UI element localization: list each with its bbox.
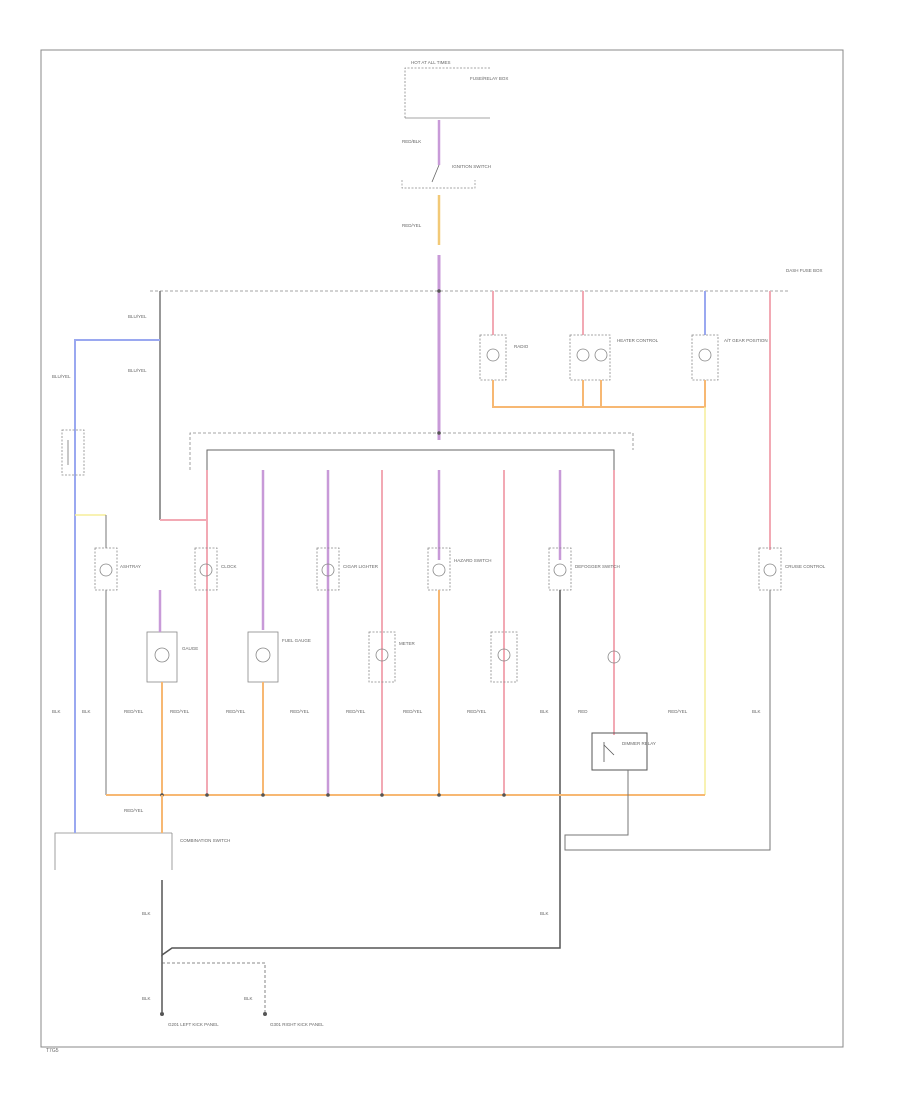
- wire-label-13: RED/YEL: [403, 709, 423, 714]
- wire-label-7: BLK: [82, 709, 91, 714]
- wire-label-21: BLK: [540, 911, 549, 916]
- top-right-lamps: RADIO HEATER CONTROL A/T GEAR POSITION: [479, 291, 771, 795]
- lower-wire-labels: BLK BLK RED/YEL RED/YEL RED/YEL RED/YEL …: [52, 709, 761, 714]
- dimmer-relay-label: DIMMER RELAY: [622, 741, 656, 746]
- ground-left-label: G201 LEFT KICK PANEL: [168, 1022, 219, 1027]
- fuse-relay-box: HOT AT ALL TIMES FUSE/RELAY BOX: [404, 60, 508, 119]
- upper-lamp-row: ASHTRAY CLOCK CIGAR LIGHTER HAZARD SWITC…: [94, 547, 826, 591]
- dash-fuse-box-label: DASH FUSE BOX: [786, 268, 823, 273]
- lower-lamp-row: GAUGE FUEL GAUGE METER: [146, 631, 621, 683]
- wire-label-1: RED/BLK: [402, 139, 421, 144]
- lamp-label-gauge: GAUGE: [182, 646, 198, 651]
- lamp-label-cigar: CIGAR LIGHTER: [343, 564, 379, 569]
- wire-label-16: RED: [578, 709, 588, 714]
- lamp-label-defogger: DEFOGGER SWITCH: [575, 564, 620, 569]
- combination-switch-label: COMBINATION SWITCH: [180, 838, 230, 843]
- lamp-label-hazard: HAZARD SWITCH: [454, 558, 492, 563]
- ignition-switch: IGNITION SWITCH RED/BLK RED/YEL: [401, 120, 491, 245]
- lamp-label-radio: RADIO: [514, 344, 529, 349]
- wire-label-5: BLU/YEL: [52, 374, 71, 379]
- wire-label-8: RED/YEL: [124, 709, 144, 714]
- fuse-block-label: FUSE/RELAY BOX: [470, 76, 508, 81]
- wire-label-4: BLU/YEL: [128, 368, 147, 373]
- wire-label-10: RED/YEL: [226, 709, 246, 714]
- lamp-connector-box: [189, 432, 634, 470]
- wire-label-22: BLK: [142, 996, 151, 1001]
- wire-label-20: BLK: [142, 911, 151, 916]
- dash-fuse-box: DASH FUSE BOX: [150, 268, 823, 292]
- dimmer-relay: DIMMER RELAY: [564, 590, 771, 851]
- ground-right-label: G301 RIGHT KICK PANEL: [270, 1022, 324, 1027]
- ignition-switch-label: IGNITION SWITCH: [452, 164, 491, 169]
- bus-junctions: [160, 289, 506, 797]
- lamp-feed-wires: [160, 470, 615, 795]
- wire-label-2: RED/YEL: [402, 223, 422, 228]
- lamp-label-at: A/T GEAR POSITION: [724, 338, 768, 343]
- combination-switch: COMBINATION SWITCH RED/YEL: [54, 795, 230, 870]
- wire-label-17: RED/YEL: [668, 709, 688, 714]
- lower-feed-wires: [105, 590, 561, 945]
- wire-label-11: RED/YEL: [290, 709, 310, 714]
- diagram-frame: [40, 49, 844, 1048]
- wire-label-23: BLK: [244, 996, 253, 1001]
- diagram-id: T7G5: [46, 1048, 59, 1054]
- lamp-label-ashtray: ASHTRAY: [120, 564, 141, 569]
- ground-wiring: BLK BLK BLK BLK G201 LEFT KICK PANEL G30…: [142, 880, 561, 1027]
- left-connector: [61, 429, 107, 548]
- lamp-label-cruise: CRUISE CONTROL: [785, 564, 826, 569]
- wire-label-15: BLK: [540, 709, 549, 714]
- wire-label-18: BLK: [752, 709, 761, 714]
- wire-label-9: RED/YEL: [170, 709, 190, 714]
- lamp-label-meter: METER: [399, 641, 416, 646]
- lamp-label-fuel: FUEL GAUGE: [282, 638, 311, 643]
- wire-label-14: RED/YEL: [467, 709, 487, 714]
- hot-all-times-label: HOT AT ALL TIMES: [411, 60, 451, 65]
- lamp-label-heater: HEATER CONTROL: [617, 338, 659, 343]
- wire-label-19: RED/YEL: [124, 808, 144, 813]
- lamp-label-clock: CLOCK: [221, 564, 237, 569]
- wire-label-3: BLU/YEL: [128, 314, 147, 319]
- blue-wire: [74, 339, 160, 825]
- wire-label-12: RED/YEL: [346, 709, 366, 714]
- wire-label-6: BLK: [52, 709, 61, 714]
